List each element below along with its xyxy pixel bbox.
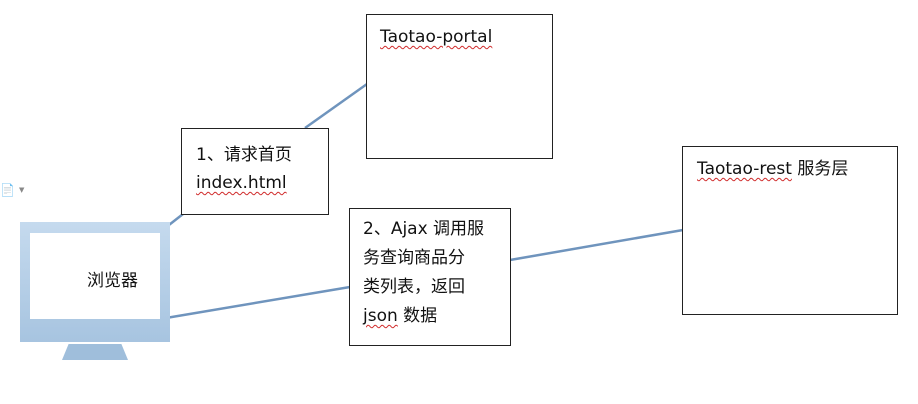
portal-box: Taotao-portal [366, 14, 553, 159]
connector-browser-to-ajax [159, 285, 351, 321]
ajax-line-3: 类列表，返回 [363, 277, 465, 297]
request-line-1: 1、请求首页 [196, 145, 292, 165]
rest-box: Taotao-rest 服务层 [682, 146, 898, 315]
browser-monitor-stand [62, 344, 128, 360]
ajax-line-4-json: json [363, 306, 398, 326]
rest-label-en: Taotao-rest [697, 159, 792, 179]
request-line-2: index.html [196, 173, 287, 193]
ajax-line-4-data: 数据 [403, 306, 438, 326]
ajax-line-2: 务查询商品分 [363, 248, 465, 268]
connector-request-to-portal [304, 82, 368, 130]
connector-ajax-to-rest [509, 228, 684, 262]
document-icon[interactable]: 📄 [0, 183, 15, 197]
browser-label: 浏览器 [87, 271, 138, 291]
ajax-box: 2、Ajax 调用服 务查询商品分 类列表，返回 json 数据 [349, 208, 511, 346]
browser-monitor-screen [30, 233, 160, 319]
request-box: 1、请求首页 index.html [181, 128, 329, 215]
portal-label: Taotao-portal [380, 27, 493, 47]
ajax-line-1: 2、Ajax 调用服 [363, 219, 485, 239]
dropdown-arrow-icon[interactable]: ▼ [19, 186, 25, 194]
rest-label-cn: 服务层 [797, 159, 849, 179]
